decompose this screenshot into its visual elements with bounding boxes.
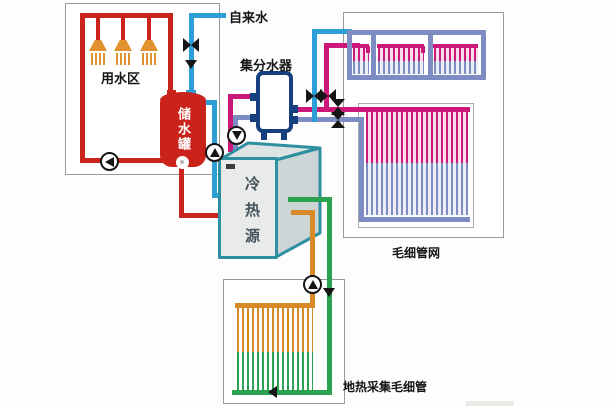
wall-panel-stripes-supply xyxy=(366,112,468,163)
pipe-shower-drop-2 xyxy=(121,16,125,40)
pipe-manifold-return-h xyxy=(234,115,256,120)
flow-arrow-down-icon xyxy=(323,288,335,297)
storage-tank-label: 储水罐 xyxy=(175,107,190,152)
pipe-ground-return-bottom xyxy=(232,390,332,395)
shower-icon xyxy=(114,40,132,51)
tank-drain-icon xyxy=(176,156,189,169)
pipe-panel-supply-header xyxy=(293,107,470,112)
pump-icon xyxy=(303,275,322,294)
valve-icon xyxy=(183,38,199,52)
ceiling-mat-divider-2 xyxy=(428,35,433,75)
wall-panel-stripes-return xyxy=(366,163,468,215)
manifold-port xyxy=(290,116,298,124)
pipe-tap-water-down xyxy=(189,13,194,98)
pipe-panel-return-h xyxy=(293,117,364,122)
pump-icon xyxy=(100,152,119,171)
ceiling-mat-stripes-1-return xyxy=(353,61,369,74)
pipe-manifold-supply-v xyxy=(228,94,233,152)
ground-capillary-label: 地热采集毛细管 xyxy=(343,380,428,394)
pipe-tap-water-top xyxy=(189,13,226,18)
storage-tank-top xyxy=(160,92,206,108)
flow-arrow-left-icon xyxy=(268,386,277,398)
pipe-hot-water-top xyxy=(80,13,173,18)
pump-icon xyxy=(227,126,246,145)
pipe-tank-outlet-down xyxy=(179,166,184,218)
shower-spray-icon xyxy=(142,53,156,65)
pipe-ceiling-feed-blue xyxy=(312,29,352,34)
manifold-foot xyxy=(261,132,267,140)
ceiling-mat-step-2 xyxy=(421,46,425,53)
ceiling-mat-header-3 xyxy=(433,44,478,48)
ceiling-mat-stripes-2-return xyxy=(378,61,424,74)
ceiling-mat-stripes-3-return xyxy=(434,61,478,74)
ceiling-mat-header-2 xyxy=(377,44,424,48)
pipe-shower-drop-1 xyxy=(96,16,100,40)
ceiling-mat-stripes-1-supply xyxy=(353,48,369,61)
pipe-ground-supply-header xyxy=(235,303,315,308)
ceiling-mat-frame xyxy=(347,30,486,80)
shower-spray-icon xyxy=(116,53,130,65)
ceiling-mat-divider-1 xyxy=(371,35,376,75)
pipe-tank-outlet-to-unit xyxy=(179,213,225,218)
pipe-ceiling-feed-magenta xyxy=(324,43,360,48)
watermark-fragment xyxy=(466,401,514,406)
heat-source-unit-label: 冷热源 xyxy=(243,176,261,254)
manifold-vessel xyxy=(256,71,293,133)
capillary-network-label: 毛细管网 xyxy=(392,246,441,260)
pump-icon xyxy=(205,143,224,162)
manifold-port xyxy=(290,105,298,113)
valve-icon xyxy=(320,89,336,103)
pipe-hot-water-to-tank xyxy=(168,13,173,97)
pipe-ground-supply-down xyxy=(310,210,315,308)
manifold-foot xyxy=(281,132,287,140)
valve-icon xyxy=(306,89,322,103)
pipe-ground-supply-h xyxy=(291,210,315,215)
manifold-label: 集分水器 xyxy=(240,59,293,74)
valve-icon xyxy=(331,112,345,128)
tap-water-label: 自来水 xyxy=(229,11,269,26)
ceiling-mat-step-1 xyxy=(366,46,370,53)
pipe-hot-water-bottom xyxy=(80,158,165,163)
shower-icon xyxy=(140,40,158,51)
water-use-area-label: 用水区 xyxy=(101,72,141,87)
ceiling-mat-stripes-2-supply xyxy=(378,48,424,61)
pipe-ceiling-riser-magenta xyxy=(324,44,329,112)
ground-capillary-stripes-supply xyxy=(237,308,313,352)
pipe-ceiling-riser-blue xyxy=(312,31,317,122)
storage-tank xyxy=(160,99,206,167)
pipe-manifold-supply-h xyxy=(228,94,256,99)
pipe-hot-water-left xyxy=(80,13,85,163)
flow-arrow-down-icon xyxy=(185,60,197,69)
pipe-ground-return-h xyxy=(288,197,332,202)
manifold-port xyxy=(250,114,258,122)
manifold-port xyxy=(250,93,258,101)
heat-source-unit xyxy=(218,141,322,259)
pipe-panel-return-left xyxy=(359,117,364,222)
ceiling-mat-stripes-3-supply xyxy=(434,48,478,61)
shower-icon xyxy=(89,40,107,51)
pipe-shower-drop-3 xyxy=(147,16,151,40)
ceiling-mat-header-1 xyxy=(352,44,369,48)
ground-capillary-stripes-return xyxy=(237,352,313,390)
shower-spray-icon xyxy=(91,53,105,65)
pipe-panel-return-bottom xyxy=(359,217,470,222)
